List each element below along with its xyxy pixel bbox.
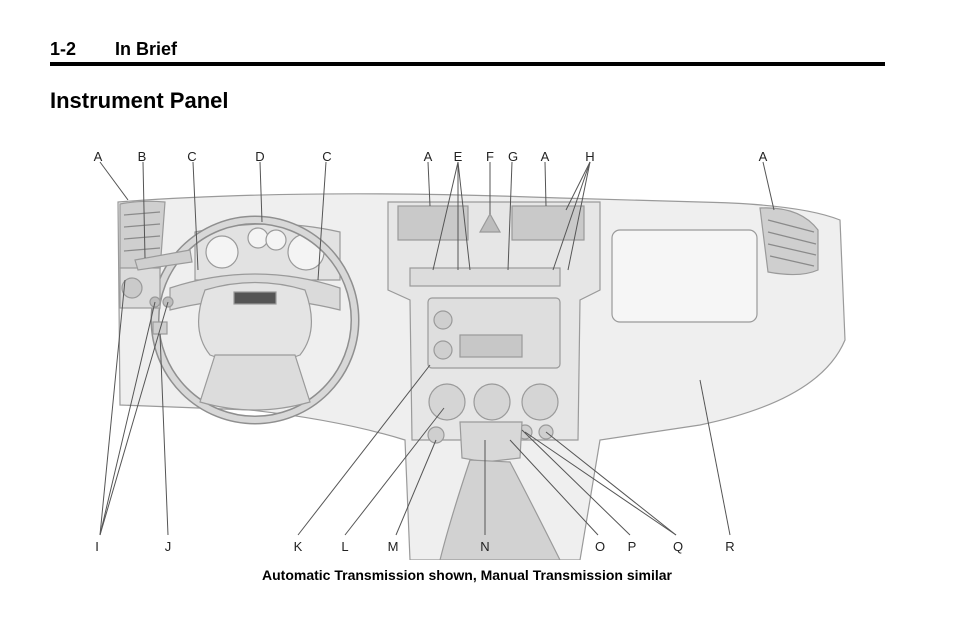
callout-d: D bbox=[255, 149, 264, 164]
callout-a-center-right: A bbox=[541, 149, 550, 164]
callout-a-center-left: A bbox=[424, 149, 433, 164]
callout-a-right-vent: A bbox=[759, 149, 768, 164]
callout-q: Q bbox=[673, 539, 683, 554]
page-title: Instrument Panel bbox=[50, 88, 229, 113]
header-rule bbox=[50, 62, 885, 66]
callout-i: I bbox=[95, 539, 99, 554]
leader-lines bbox=[99, 161, 775, 536]
page-header: 1-2 In Brief bbox=[50, 39, 885, 61]
callout-j: J bbox=[165, 539, 172, 554]
callout-n: N bbox=[480, 539, 489, 554]
callout-h: H bbox=[585, 149, 594, 164]
page-number: 1-2 bbox=[50, 39, 77, 59]
callout-l: L bbox=[341, 539, 348, 554]
callout-b: B bbox=[138, 149, 147, 164]
callout-c-left: C bbox=[187, 149, 196, 164]
callout-c-right: C bbox=[322, 149, 331, 164]
instrument-panel-illustration: A B C D C A E F G A H A I J K L M N O P … bbox=[94, 149, 846, 560]
callout-o: O bbox=[595, 539, 605, 554]
callout-m: M bbox=[388, 539, 399, 554]
callout-k: K bbox=[294, 539, 303, 554]
callout-a-left-vent: A bbox=[94, 149, 103, 164]
callout-p: P bbox=[628, 539, 637, 554]
section-title: In Brief bbox=[115, 39, 178, 59]
callout-f: F bbox=[486, 149, 494, 164]
dashboard-drawing bbox=[117, 193, 846, 560]
figure-caption: Automatic Transmission shown, Manual Tra… bbox=[262, 567, 672, 583]
callout-r: R bbox=[725, 539, 734, 554]
callout-g: G bbox=[508, 149, 518, 164]
callout-e: E bbox=[454, 149, 463, 164]
